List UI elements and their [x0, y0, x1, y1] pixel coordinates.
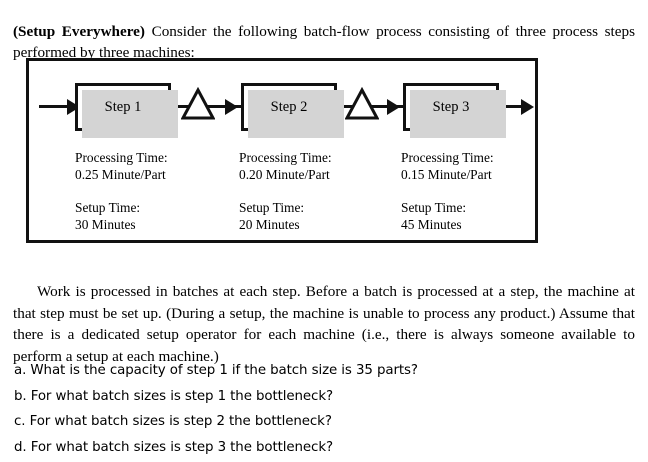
arrow-head-2-to-3-icon [387, 98, 400, 115]
buffer-triangle-2-icon [345, 87, 379, 120]
question-item-d: d. For what batch sizes is step 3 the bo… [14, 439, 333, 455]
question-list: a. What is the capacity of step 1 if the… [14, 358, 634, 460]
buffer-triangle-1-icon [181, 87, 215, 120]
setup-time-value-2: 20 Minutes [239, 217, 300, 232]
processing-time-label-3: Processing Time: [401, 150, 494, 165]
step-box-3: Step 3 [403, 83, 506, 138]
setup-time-label-2: Setup Time: [239, 200, 305, 215]
question-item-a: a. What is the capacity of step 1 if the… [14, 363, 418, 378]
connector-line-outbound [499, 105, 529, 108]
step-box-3-label: Step 3 [432, 98, 470, 115]
connector-line-inbound [39, 105, 75, 108]
question-item-c: c. For what batch sizes is step 2 the bo… [14, 414, 332, 429]
setup-time-step-2: Setup Time: 20 Minutes [239, 199, 304, 233]
processing-time-step-2: Processing Time: 0.20 Minute/Part [239, 149, 332, 183]
setup-time-value-3: 45 Minutes [401, 217, 462, 232]
step-box-1-label: Step 1 [104, 98, 142, 115]
processing-time-step-3: Processing Time: 0.15 Minute/Part [401, 149, 494, 183]
processing-time-value-1: 0.25 Minute/Part [75, 167, 166, 182]
processing-time-label-2: Processing Time: [239, 150, 332, 165]
setup-time-label-3: Setup Time: [401, 200, 467, 215]
body-paragraph: Work is processed in batches at each ste… [13, 283, 635, 365]
step-metrics: Processing Time: 0.25 Minute/Part Proces… [29, 149, 535, 241]
flow-row: Step 1 Step 2 Step 3 [29, 71, 535, 139]
processing-time-step-1: Processing Time: 0.25 Minute/Part [75, 149, 168, 183]
step-box-2-label: Step 2 [270, 98, 308, 115]
setup-time-label-1: Setup Time: [75, 200, 141, 215]
question-item-b: b. For what batch sizes is step 1 the bo… [14, 388, 333, 404]
setup-time-step-1: Setup Time: 30 Minutes [75, 199, 140, 233]
step-box-2: Step 2 [241, 83, 344, 138]
setup-time-step-3: Setup Time: 45 Minutes [401, 199, 466, 233]
setup-time-value-1: 30 Minutes [75, 217, 136, 232]
processing-time-value-2: 0.20 Minute/Part [239, 167, 330, 182]
processing-time-value-3: 0.15 Minute/Part [401, 167, 492, 182]
intro-text: Consider the following batch-flow proces… [13, 23, 636, 62]
intro-bold-prefix: (Setup Everywhere) [13, 23, 145, 41]
arrow-head-outbound-icon [521, 98, 534, 115]
process-flow-diagram: Step 1 Step 2 Step 3 Processing Time: 0.… [26, 58, 538, 243]
step-box-1: Step 1 [75, 83, 178, 138]
arrow-head-1-to-2-icon [225, 98, 238, 115]
processing-time-label-1: Processing Time: [75, 150, 168, 165]
intro-paragraph: (Setup Everywhere) Consider the followin… [13, 21, 635, 63]
